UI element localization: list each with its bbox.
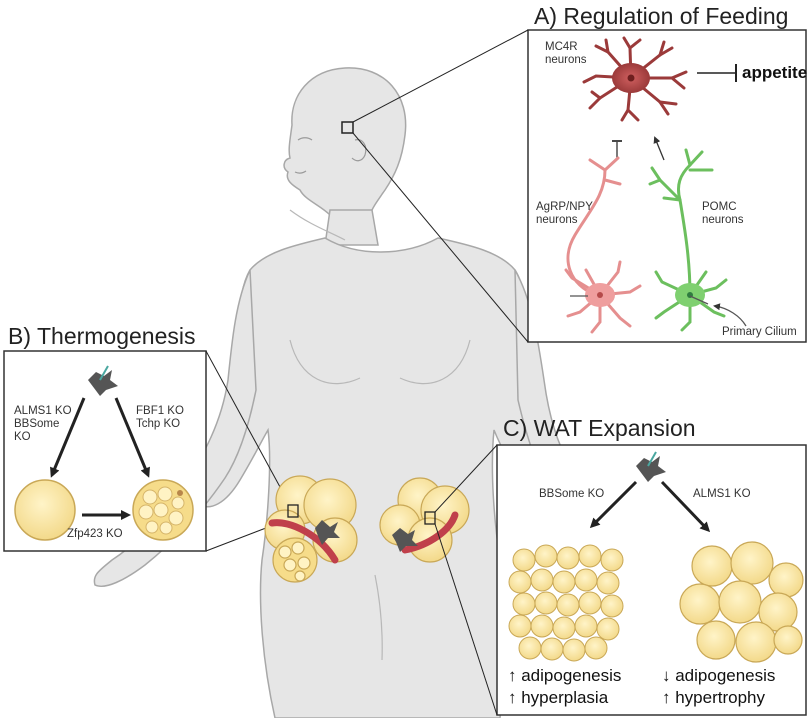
face-details (294, 137, 367, 174)
panel-c-left-outcome-adipogenesis: ↑ adipogenesis (508, 666, 622, 685)
pomc-neurons-label: POMC neurons (702, 201, 744, 227)
panel-c-arrow-right (660, 480, 711, 533)
panel-c-left-outcome-hyperplasia: ↑ hyperplasia (508, 688, 609, 707)
panel-c-right-outcome-hypertrophy: ↑ hypertrophy (662, 688, 765, 707)
panel-b-left-arrow-label: ALMS1 KO BBSome KO (14, 405, 72, 444)
panel-b-ciliated-cell-icon (88, 365, 118, 396)
panel-b-bottom-arrow-label: Zfp423 KO (67, 528, 123, 540)
left-abdominal-fat-depot (264, 475, 358, 583)
hypertrophic-adipose-cluster (679, 541, 804, 663)
pomc-activation-arrow (653, 136, 665, 161)
panel-c-left-arrow-label: BBSome KO (539, 488, 605, 500)
panel-a-title: A) Regulation of Feeding (534, 3, 789, 29)
panel-c-arrow-left (589, 480, 638, 529)
pomc-cilium (689, 295, 709, 305)
zoom-line-a-bottom (352, 132, 529, 343)
mc4r-neurons-label: MC4R neurons (545, 41, 587, 67)
primary-cilium-pointer-arrow (713, 303, 747, 327)
right-kidney (401, 511, 459, 554)
panel-c-title: C) WAT Expansion (503, 415, 696, 441)
appetite-label: appetite (742, 63, 808, 82)
panel-b-title: B) Thermogenesis (8, 323, 196, 349)
panel-b-arrow-left (50, 397, 86, 478)
hyperplastic-adipose-cluster (508, 544, 624, 662)
panel-c-zoom-marker (424, 511, 436, 525)
panel-c-right-outcome-adipogenesis: ↓ adipogenesis (662, 666, 776, 685)
zoom-line-b-top (205, 350, 293, 510)
body-contour-lines (289, 209, 471, 661)
panel-c-right-arrow-label: ALMS1 KO (693, 488, 751, 500)
zoom-line-c-bottom (434, 523, 498, 716)
agrp-nucleus (597, 292, 603, 298)
primary-cilium-label: Primary Cilium (722, 326, 797, 338)
agrp-npy-neuron (564, 156, 642, 334)
white-adipocyte (14, 479, 76, 541)
mc4r-nucleus (627, 74, 635, 82)
multilocular-adipocyte (132, 479, 194, 541)
agrp-npy-neurons-label: AgRP/NPY neurons (536, 201, 593, 227)
zoom-line-a-top (352, 29, 529, 123)
panel-c-ciliated-cell-icon (636, 451, 666, 482)
left-depot-cell-icon (315, 520, 340, 545)
left-kidney (268, 519, 339, 564)
panel-b-right-arrow-label: FBF1 KO Tchp KO (136, 405, 184, 431)
right-depot-cell-icon (392, 528, 418, 552)
panel-b-zoom-marker (287, 504, 299, 518)
panel-b-arrow-right (114, 397, 150, 478)
brain-zoom-marker (341, 121, 354, 134)
zoom-line-c-top (434, 444, 498, 513)
